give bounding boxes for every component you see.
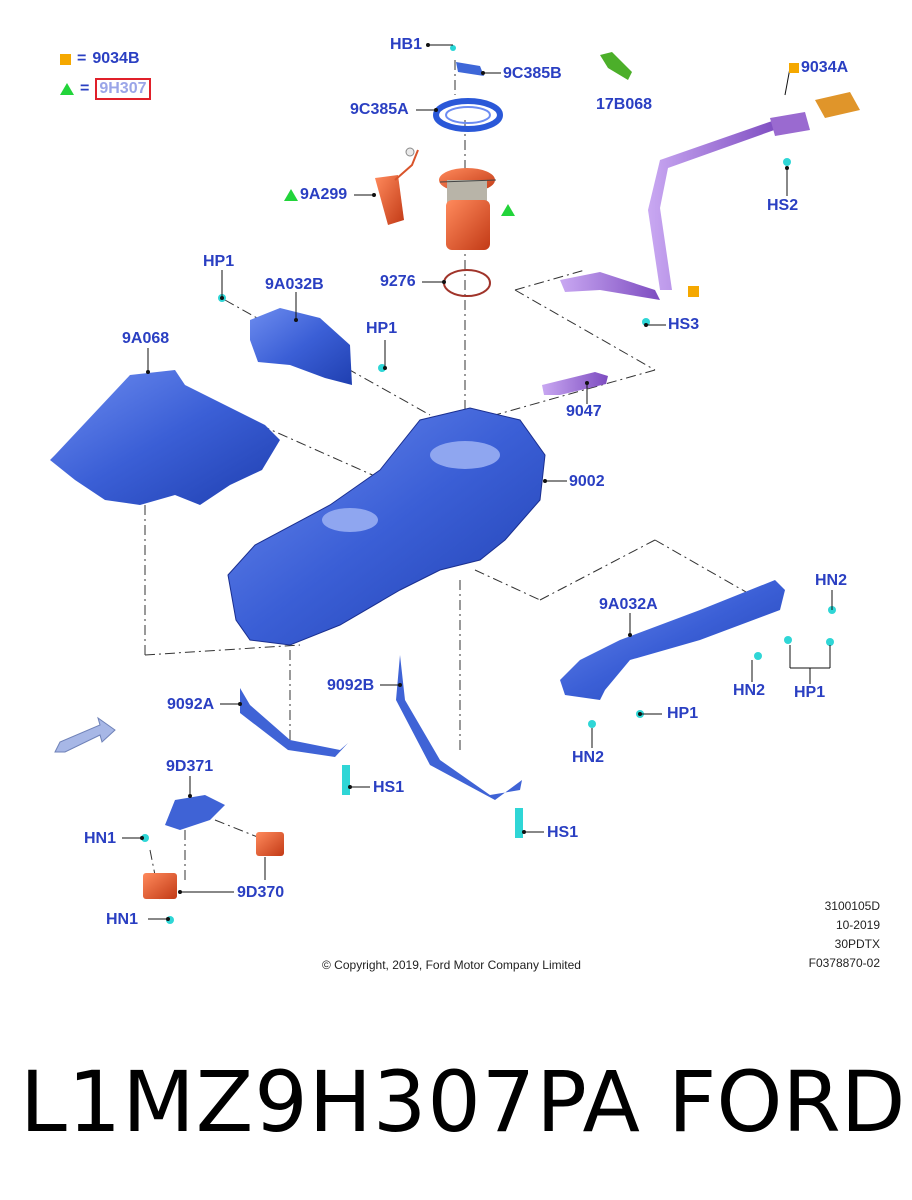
legend-equals: = xyxy=(80,80,90,97)
callout-9a032a: 9A032A xyxy=(599,596,658,613)
callout-hp1-mid: HP1 xyxy=(366,320,398,337)
legend-triangle-marker xyxy=(284,189,298,201)
heat-shield xyxy=(50,370,280,505)
callout-17b068: 17B068 xyxy=(596,96,653,113)
callout-hs1-left: HS1 xyxy=(373,779,405,796)
callout-hp1-right: HP1 xyxy=(794,684,826,701)
callout-hn1-bottom: HN1 xyxy=(106,911,139,928)
fasteners xyxy=(141,606,836,924)
clip-icon xyxy=(378,364,386,372)
square-icon xyxy=(60,53,71,65)
callout-9a299: 9A299 xyxy=(300,186,348,203)
meta-line: 30PDTX xyxy=(834,937,880,951)
tank-strap-a xyxy=(240,688,348,757)
hose xyxy=(600,52,632,80)
copyright-notice: © Copyright, 2019, Ford Motor Company Li… xyxy=(322,958,581,972)
callout-hn2-mid: HN2 xyxy=(733,682,766,699)
leader-lines xyxy=(122,44,833,920)
callout-9a032b: 9A032B xyxy=(265,276,324,293)
callout-hp1-low: HP1 xyxy=(667,705,699,722)
callout-9c385a: 9C385A xyxy=(350,101,409,118)
callout-hs2: HS2 xyxy=(767,197,799,214)
callout-hs3: HS3 xyxy=(668,316,700,333)
clip-icon xyxy=(783,158,791,166)
bolt-icon xyxy=(515,808,523,838)
legend-code-highlighted[interactable]: 9H307 xyxy=(95,78,151,100)
bolt-icon xyxy=(450,45,456,51)
square-icon xyxy=(789,63,799,73)
callout-hn2-right: HN2 xyxy=(815,572,848,589)
legend-triangle-marker xyxy=(501,204,515,216)
callout-9002: 9002 xyxy=(569,473,605,490)
vent-tube xyxy=(542,372,608,395)
heat-shield-upper xyxy=(250,308,352,385)
callout-9276: 9276 xyxy=(380,273,416,290)
tank-strap-b xyxy=(396,655,522,800)
pump-seal xyxy=(443,269,491,297)
control-module xyxy=(256,832,284,856)
callout-9047: 9047 xyxy=(566,403,602,420)
callout-9034a: 9034A xyxy=(789,59,848,77)
part-number: L1MZ9H307PA xyxy=(20,1053,641,1151)
callout-9a068: 9A068 xyxy=(122,330,170,347)
tank-opening xyxy=(430,441,500,469)
arrow-icon xyxy=(54,716,116,753)
meta-line: 3100105D xyxy=(824,899,880,913)
triangle-icon xyxy=(60,83,74,95)
fuel-level-sender xyxy=(375,147,419,225)
filler-pipe xyxy=(560,92,860,300)
callout-9c385b: 9C385B xyxy=(503,65,562,82)
heat-shield-right xyxy=(560,580,785,700)
meta-line: F0378870-02 xyxy=(808,956,880,970)
callout-hb1: HB1 xyxy=(390,36,423,53)
drawing-metadata: 3100105D 10-2019 30PDTX F0378870-02 xyxy=(809,897,880,973)
clip-icon xyxy=(642,318,650,326)
retainer-bracket xyxy=(456,62,484,76)
callout-9034a-label: 9034A xyxy=(801,59,849,76)
fuel-pump-module xyxy=(439,168,497,250)
fuel-system-diagram xyxy=(50,43,860,924)
callout-hn1-top: HN1 xyxy=(84,830,117,847)
brand-name: FORD xyxy=(668,1053,906,1151)
lock-ring xyxy=(433,98,503,132)
callout-9d371: 9D371 xyxy=(166,758,214,775)
legend-row-triangle: = 9H307 xyxy=(60,78,151,100)
legend-square-marker xyxy=(688,286,699,297)
legend-equals: = xyxy=(77,50,87,67)
leader-dots xyxy=(140,43,789,921)
callout-hp1-top: HP1 xyxy=(203,253,235,270)
module-bracket xyxy=(165,795,225,830)
callout-hs1-right: HS1 xyxy=(547,824,579,841)
callout-9092a: 9092A xyxy=(167,696,215,713)
control-module xyxy=(143,873,177,899)
callout-9d370: 9D370 xyxy=(237,884,285,901)
callout-hn2-low: HN2 xyxy=(572,749,605,766)
callout-9092b: 9092B xyxy=(327,677,375,694)
legend-code: 9034B xyxy=(92,50,140,67)
tank-opening xyxy=(322,508,378,532)
legend-row-square: = 9034B xyxy=(60,50,140,68)
meta-line: 10-2019 xyxy=(835,918,880,932)
bolt-icon xyxy=(342,765,350,795)
